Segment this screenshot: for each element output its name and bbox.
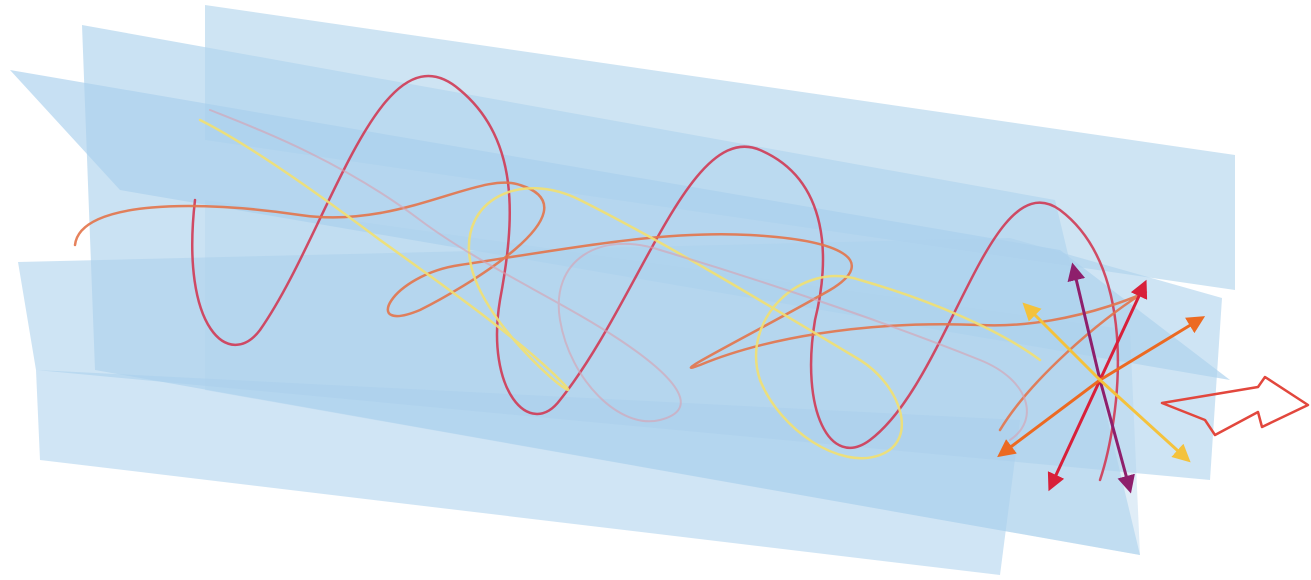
front-plane-strip <box>36 370 1020 575</box>
horizontal-vector-back <box>997 378 1101 458</box>
vertical-vector <box>1067 262 1102 381</box>
diagonal-wave-b <box>209 109 1028 441</box>
vertical-wave <box>191 74 1120 482</box>
field-vectors-group <box>997 262 1206 494</box>
horizontal-wave <box>73 181 1148 432</box>
propagation-arrow-icon <box>1160 375 1310 437</box>
planes-group <box>10 5 1235 575</box>
diagonal-vector-b-down <box>1098 378 1191 463</box>
diagonal-vector-a <box>1098 279 1148 381</box>
diagonal-vector-a-down <box>1047 379 1102 492</box>
diagonal-wave-a <box>198 118 1042 460</box>
diagonal-vector-b <box>1022 302 1102 382</box>
horizontal-vector <box>1099 316 1206 382</box>
waves-group <box>73 74 1148 482</box>
vertical-vector-down <box>1098 379 1135 494</box>
